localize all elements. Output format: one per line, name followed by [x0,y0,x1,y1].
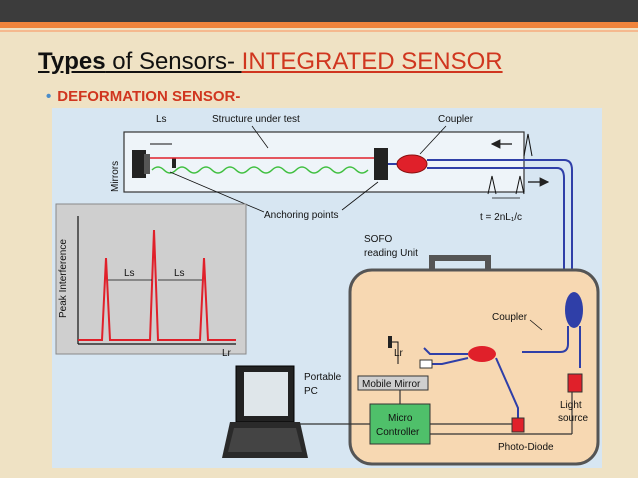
coupler-red-mid [468,346,496,362]
light-label-1: Light [560,400,582,411]
coupler-mid-pointer [529,319,543,331]
blue-fiber-out-2 [427,167,565,293]
lr-small-label: Lr [394,348,404,359]
peak-axis-label: Peak Interference [58,239,69,318]
title-rest: of Sensors- [105,48,242,75]
lr-axis-label: Lr [222,348,232,359]
anchor-pointer-left [169,171,265,213]
light-source-icon [567,373,583,393]
orange-stripe [0,22,638,28]
fiber-to-mirror-2 [430,357,469,365]
pulse-return-2 [515,175,525,195]
structure-tube [123,131,525,193]
mirrors-label: Mirrors [110,161,121,192]
ls-label-top: Ls [156,114,167,125]
lens-icon [419,359,433,369]
sofo-label-1: SOFO [364,234,393,245]
coupler-blue [565,292,583,328]
reference-mirror [172,158,176,168]
fiber-to-mirror [423,347,468,355]
mobile-mirror-label: Mobile Mirror [362,379,421,390]
slide-title: Types of Sensors- INTEGRATED SENSOR [38,48,503,76]
title-bold: Types [38,48,106,75]
light-label-2: source [558,413,588,424]
blue-fiber-out [427,159,573,293]
micro-controller-box [369,403,431,445]
structure-label: Structure under test [212,114,300,125]
structure-pointer [251,125,269,149]
portable-label-2: PC [304,386,318,397]
ls-graph-2: Ls [174,268,185,279]
anchor-pointer-right [341,181,379,211]
sofo-label-2: reading Unit [364,248,418,259]
fiber-to-photodiode [495,357,519,420]
bullet-point: • DEFORMATION SENSOR- [46,88,240,105]
mobile-mirror-icon [388,336,392,348]
peak-curve [78,229,236,341]
pulse-in-shape [523,133,533,157]
portable-label-1: Portable [304,372,342,383]
green-fiber [151,166,369,174]
thin-stripe [0,30,638,32]
lr-bracket [392,341,399,364]
time-formula: t = 2nL₁/c [480,212,522,223]
photo-diode-icon [511,417,525,433]
blue-fiber-mid [522,326,569,353]
photodiode-label: Photo-Diode [498,442,554,453]
coupler-top [396,154,428,174]
mobile-mirror-box [357,375,429,391]
bullet-dot-icon: • [46,88,52,105]
coupler-label-mid: Coupler [492,312,528,323]
title-accent: INTEGRATED SENSOR [241,48,503,75]
micro-label-1: Micro [388,413,413,424]
coupler-label-top: Coupler [438,114,474,125]
laptop-icon [222,365,308,458]
pulse-return-1 [487,175,497,195]
sensor-diagram: Ls Structure under test Coupler Mirrors … [52,108,602,468]
left-mirror-face [144,154,150,174]
top-bar [0,0,638,22]
coupler-pointer [419,125,447,155]
anchoring-label: Anchoring points [264,210,339,221]
micro-label-2: Controller [376,427,420,438]
right-anchor-block [374,148,388,180]
case-handle [429,255,491,270]
ls-graph-1: Ls [124,268,135,279]
left-mirror-block [132,150,146,178]
bullet-text: DEFORMATION SENSOR- [57,88,241,105]
